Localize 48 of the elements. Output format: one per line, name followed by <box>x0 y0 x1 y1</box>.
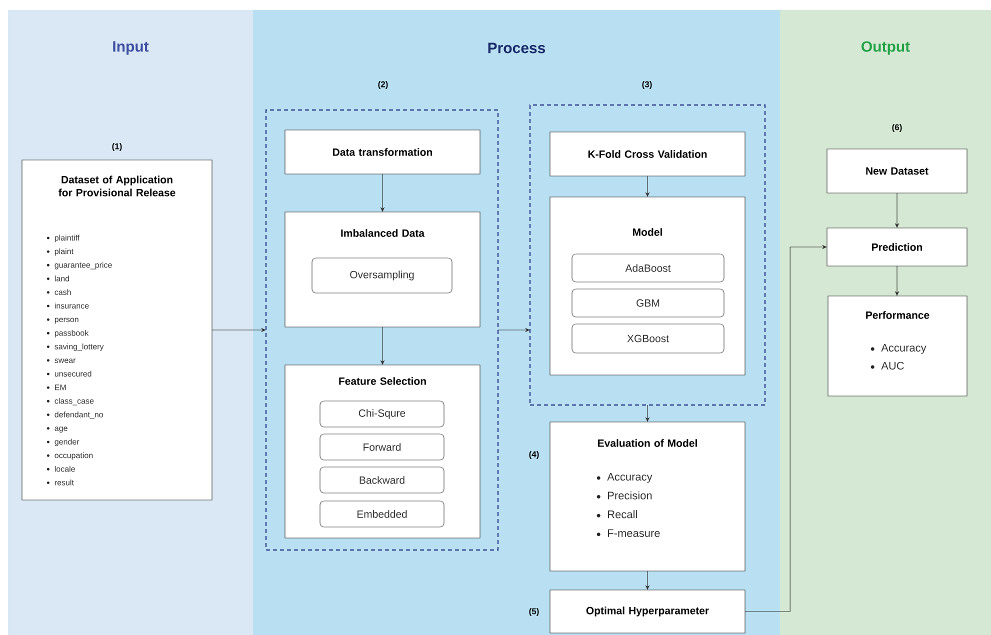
node-label: result <box>54 480 74 486</box>
method-box: GBM <box>572 288 724 318</box>
node-label: Precision <box>608 491 652 500</box>
node-label: person <box>54 318 78 324</box>
node-label: Dataset of Application for Provisional Release <box>58 176 176 196</box>
node-label: class_case <box>54 398 94 406</box>
step-number: (6) <box>892 124 902 132</box>
method-box: XGBoost <box>572 324 724 354</box>
node-label: swear <box>54 358 76 363</box>
process-box: Performance Accuracy AUC <box>828 296 968 396</box>
process-box: Data transformation <box>284 130 480 174</box>
node-label: insurance <box>54 302 89 309</box>
method-box: Embedded <box>320 500 444 528</box>
node-label: occupation <box>54 452 93 460</box>
node-label: defendant_no <box>54 412 103 419</box>
arrow <box>744 244 827 612</box>
method-box: Backward <box>320 466 444 494</box>
node-label: Recall <box>608 510 637 518</box>
node-label: plaintiff <box>54 234 80 242</box>
process-box: K-Fold Cross Validation <box>550 132 746 176</box>
process-box: Dataset of Application for Provisional Release plaintiff plaint guarantee_price land cash insurance person passbook saving_lottery swear unsecured EM class_case defendant_no age gender occupation locale result <box>22 160 212 500</box>
node-label: Accuracy <box>607 472 652 483</box>
node-label: Evaluation of Model <box>598 439 697 447</box>
node-label: gender <box>54 438 80 446</box>
step-number: (4) <box>529 451 539 459</box>
node-label: plaint <box>54 248 74 256</box>
process-box: Prediction <box>826 228 968 266</box>
step-number: (1) <box>112 143 122 151</box>
step-number: (2) <box>378 81 388 89</box>
process-box: Optimal Hyperparameter <box>550 590 746 634</box>
node-label: age <box>54 426 68 433</box>
node-label: saving_lottery <box>54 344 104 351</box>
node-label: passbook <box>54 330 89 338</box>
node-label: locale <box>54 466 75 472</box>
node-label: cash <box>54 289 71 295</box>
method-box: AdaBoost <box>572 254 724 282</box>
process-box: Evaluation of Model Accuracy Precision Recall F-measure <box>550 422 746 572</box>
method-box: Forward <box>320 434 444 460</box>
node-label: unsecured <box>54 370 92 377</box>
method-box: Chi-Squre <box>320 400 444 428</box>
method-box: Oversampling <box>312 258 452 294</box>
node-label: EM <box>55 384 66 390</box>
node-label: land <box>54 276 70 282</box>
step-number: (5) <box>529 608 539 616</box>
process-box: New Dataset <box>826 148 968 194</box>
node-label: F-measure <box>608 529 660 538</box>
node-label: guarantee_price <box>54 262 112 270</box>
step-number: (3) <box>642 81 652 89</box>
